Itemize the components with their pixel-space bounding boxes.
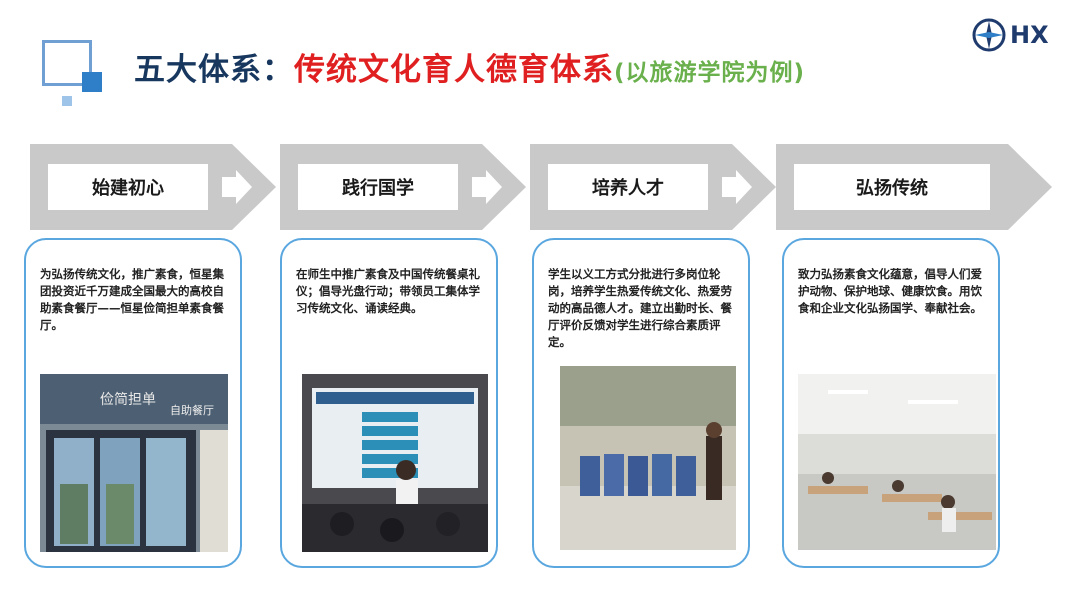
step-label: 始建初心: [92, 178, 164, 199]
compass-logo-icon: [972, 18, 1006, 52]
title-highlight: 传统文化育人德育体系: [294, 52, 614, 88]
dining-hall-photo: [798, 374, 996, 550]
step-arrow-1: 始建初心: [30, 144, 278, 230]
step-card-4: 致力弘扬素食文化蕴意，倡导人们爱护动物、保护地球、健康饮食。用饮食和企业文化弘扬…: [782, 238, 1000, 568]
chevron-arrow-icon: [280, 144, 526, 230]
card-description: 为弘扬传统文化，推广素食，恒星集团投资近千万建成全国最大的高校自助素食餐厅——恒…: [40, 267, 224, 332]
title-note: (以旅游学院为例): [614, 60, 806, 86]
step-card-1: 为弘扬传统文化，推广素食，恒星集团投资近千万建成全国最大的高校自助素食餐厅——恒…: [24, 238, 242, 568]
decorative-square-small: [62, 96, 72, 106]
step-label: 弘扬传统: [856, 178, 928, 199]
step-arrow-2: 践行国学: [280, 144, 528, 230]
step-card-3: 学生以义工方式分批进行多岗位轮岗，培养学生热爱传统文化、热爱劳动的高品德人才。建…: [532, 238, 750, 568]
chevron-arrow-icon: [530, 144, 776, 230]
step-arrow-3: 培养人才: [530, 144, 778, 230]
students-bowing-photo: [560, 366, 736, 550]
card-description: 致力弘扬素食文化蕴意，倡导人们爱护动物、保护地球、健康饮食。用饮食和企业文化弘扬…: [798, 267, 982, 315]
step-card-2: 在师生中推广素食及中国传统餐桌礼仪；倡导光盘行动；带领员工集体学习传统文化、诵读…: [280, 238, 498, 568]
chevron-arrow-icon: [776, 144, 1052, 230]
lecture-presentation-photo: [302, 374, 488, 552]
card-description: 在师生中推广素食及中国传统餐桌礼仪；倡导光盘行动；带领员工集体学习传统文化、诵读…: [296, 267, 480, 315]
card-description: 学生以义工方式分批进行多岗位轮岗，培养学生热爱传统文化、热爱劳动的高品德人才。建…: [548, 267, 732, 349]
restaurant-entrance-photo: 俭简担单 自助餐厅: [40, 374, 228, 552]
chevron-arrow-icon: [30, 144, 276, 230]
brand-logo: HX: [972, 18, 1049, 52]
title-prefix: 五大体系：: [134, 52, 294, 88]
logo-text: HX: [1010, 21, 1049, 49]
decorative-square-outline: [42, 40, 92, 86]
sign-text-left: 俭简担单: [100, 391, 156, 408]
step-label: 培养人才: [592, 178, 664, 199]
page-title: 五大体系： 传统文化育人德育体系 (以旅游学院为例): [134, 44, 805, 94]
step-label: 践行国学: [342, 178, 414, 199]
decorative-square-filled: [82, 72, 102, 92]
sign-text-right: 自助餐厅: [170, 403, 214, 417]
step-arrow-4: 弘扬传统: [776, 144, 1054, 230]
